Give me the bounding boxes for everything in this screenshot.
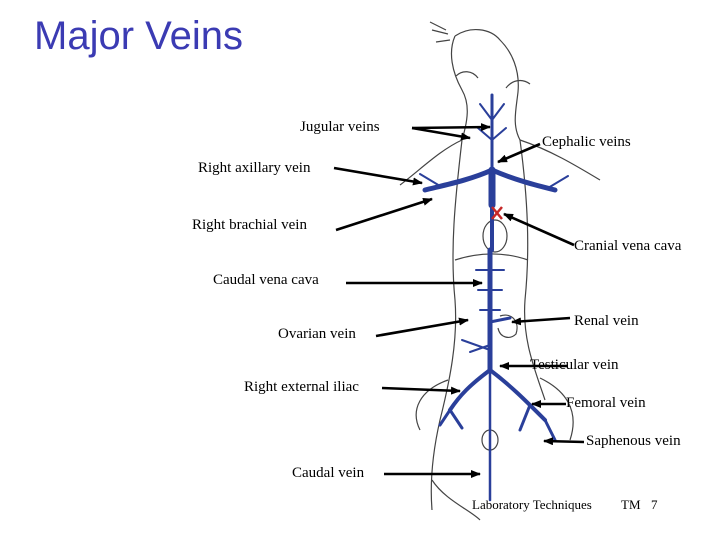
label-saphenous-vein: Saphenous vein [586, 433, 681, 449]
page-title: Major Veins [34, 14, 243, 58]
label-femoral-vein: Femoral vein [566, 395, 646, 411]
arrow-cranial-vena-cava [503, 212, 575, 247]
label-cranial-vena-cava: Cranial vena cava [574, 238, 682, 254]
label-testicular-vein: Testicular vein [530, 357, 619, 373]
vein-network [419, 93, 569, 502]
label-cephalic-veins: Cephalic veins [542, 134, 631, 150]
label-right-brachial-vein: Right brachial vein [192, 217, 307, 233]
arrow-right-axillary [333, 166, 423, 186]
arrow-right-brachial [335, 197, 433, 232]
footer-course: Laboratory Techniques [472, 497, 592, 512]
arrow-renal [511, 316, 571, 326]
label-caudal-vein: Caudal vein [292, 465, 365, 481]
label-caudal-vena-cava: Caudal vena cava [213, 272, 319, 288]
footer-page-number: 7 [651, 497, 658, 512]
label-renal-vein: Renal vein [574, 313, 639, 329]
arrow-jugular [411, 123, 491, 132]
arrow-cephalic [497, 142, 541, 164]
ligation-mark [491, 206, 503, 220]
label-right-axillary-vein: Right axillary vein [198, 160, 311, 176]
label-ovarian-vein: Ovarian vein [278, 326, 356, 342]
arrow-jugular-branch [411, 126, 471, 141]
arrow-right-external-iliac [381, 386, 461, 395]
label-jugular-veins: Jugular veins [300, 119, 380, 135]
arrow-saphenous [543, 437, 585, 446]
pointer-arrows [333, 123, 585, 478]
rat-outline [399, 21, 601, 521]
footer-code: TM [621, 497, 641, 512]
label-right-external-iliac: Right external iliac [244, 379, 359, 395]
arrow-ovarian [375, 317, 469, 338]
